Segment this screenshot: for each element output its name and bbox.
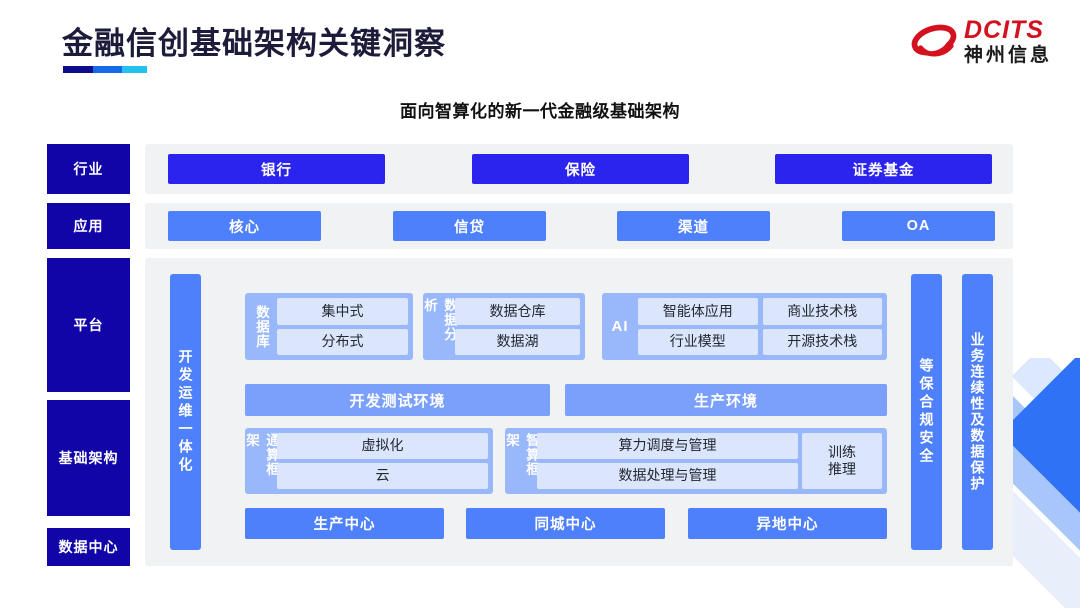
ai-cell-commercial-stack[interactable]: 商业技术栈 [762,298,882,325]
application-panel: 核心 信贷 渠道 OA [145,203,1013,249]
industry-panel: 银行 保险 证券基金 [145,144,1013,194]
page-title: 金融信创基础架构关键洞察 [62,26,446,61]
analytics-cell-data-lake[interactable]: 数据湖 [455,328,580,355]
environment-dev-test[interactable]: 开发测试环境 [245,384,550,416]
title-accent-rule [63,66,147,73]
diagram-subtitle: 面向智算化的新一代金融级基础架构 [400,102,680,121]
analytics-group: 数据分析 数据仓库 数据湖 [422,293,585,360]
row-label-application: 应用 [47,203,130,249]
row-label-industry: 行业 [47,144,130,194]
analytics-cell-data-warehouse[interactable]: 数据仓库 [455,298,580,325]
database-cell-distributed[interactable]: 分布式 [277,328,408,355]
database-group-label: 数据库 [254,304,269,349]
row-label-platform: 平台 [47,258,130,392]
intelligent-compute-cell-train-infer[interactable]: 训练 推理 [802,433,882,489]
logo-wordmark-en: DCITS [963,16,1044,44]
intelligent-compute-cell-scheduling[interactable]: 算力调度与管理 [537,433,798,459]
industry-item-insurance[interactable]: 保险 [472,154,689,184]
compliance-security-vertical-bar: 等保合规安全 [911,274,942,550]
database-group: 数据库 集中式 分布式 [245,293,413,360]
datacenter-item-same-city[interactable]: 同城中心 [466,508,665,539]
intelligent-compute-group-label: 智算框架 [504,433,539,477]
ai-cell-industry-model[interactable]: 行业模型 [638,328,758,355]
devops-vertical-bar: 开发运维一体化 [170,274,201,550]
general-compute-group: 通算框架 虚拟化 云 [244,428,493,494]
application-item-core[interactable]: 核心 [168,211,321,241]
dcits-swirl-icon [911,19,957,65]
row-label-datacenter: 数据中心 [47,528,130,566]
ai-group: AI 智能体应用 商业技术栈 行业模型 开源技术栈 [602,293,887,360]
environment-production[interactable]: 生产环境 [565,384,887,416]
application-item-credit[interactable]: 信贷 [393,211,546,241]
intelligent-compute-cell-data-processing[interactable]: 数据处理与管理 [537,463,798,489]
ai-cell-opensource-stack[interactable]: 开源技术栈 [762,328,882,355]
general-compute-cell-virtualization[interactable]: 虚拟化 [277,433,488,459]
industry-item-securities[interactable]: 证券基金 [775,154,992,184]
analytics-group-label: 数据分析 [422,298,457,342]
ai-cell-agent-application[interactable]: 智能体应用 [638,298,758,325]
business-continuity-vertical-bar: 业务连续性及数据保护 [962,274,993,550]
architecture-panel: 开发运维一体化 等保合规安全 数据库 集中式 分布式 数据分析 数据仓库 数据湖… [145,258,1013,566]
intelligent-compute-group: 智算框架 算力调度与管理 数据处理与管理 训练 推理 [504,428,887,494]
datacenter-item-production[interactable]: 生产中心 [245,508,444,539]
datacenter-item-remote[interactable]: 异地中心 [688,508,887,539]
brand-logo: DCITS 神州信息 [911,18,1052,65]
industry-item-bank[interactable]: 银行 [168,154,385,184]
general-compute-group-label: 通算框架 [244,433,279,477]
logo-wordmark-cn: 神州信息 [963,45,1052,66]
application-item-channel[interactable]: 渠道 [617,211,770,241]
ai-group-label: AI [611,318,629,335]
row-label-infrastructure: 基础架构 [47,400,130,516]
database-cell-centralized[interactable]: 集中式 [277,298,408,325]
application-item-oa[interactable]: OA [842,211,995,241]
general-compute-cell-cloud[interactable]: 云 [277,463,488,489]
